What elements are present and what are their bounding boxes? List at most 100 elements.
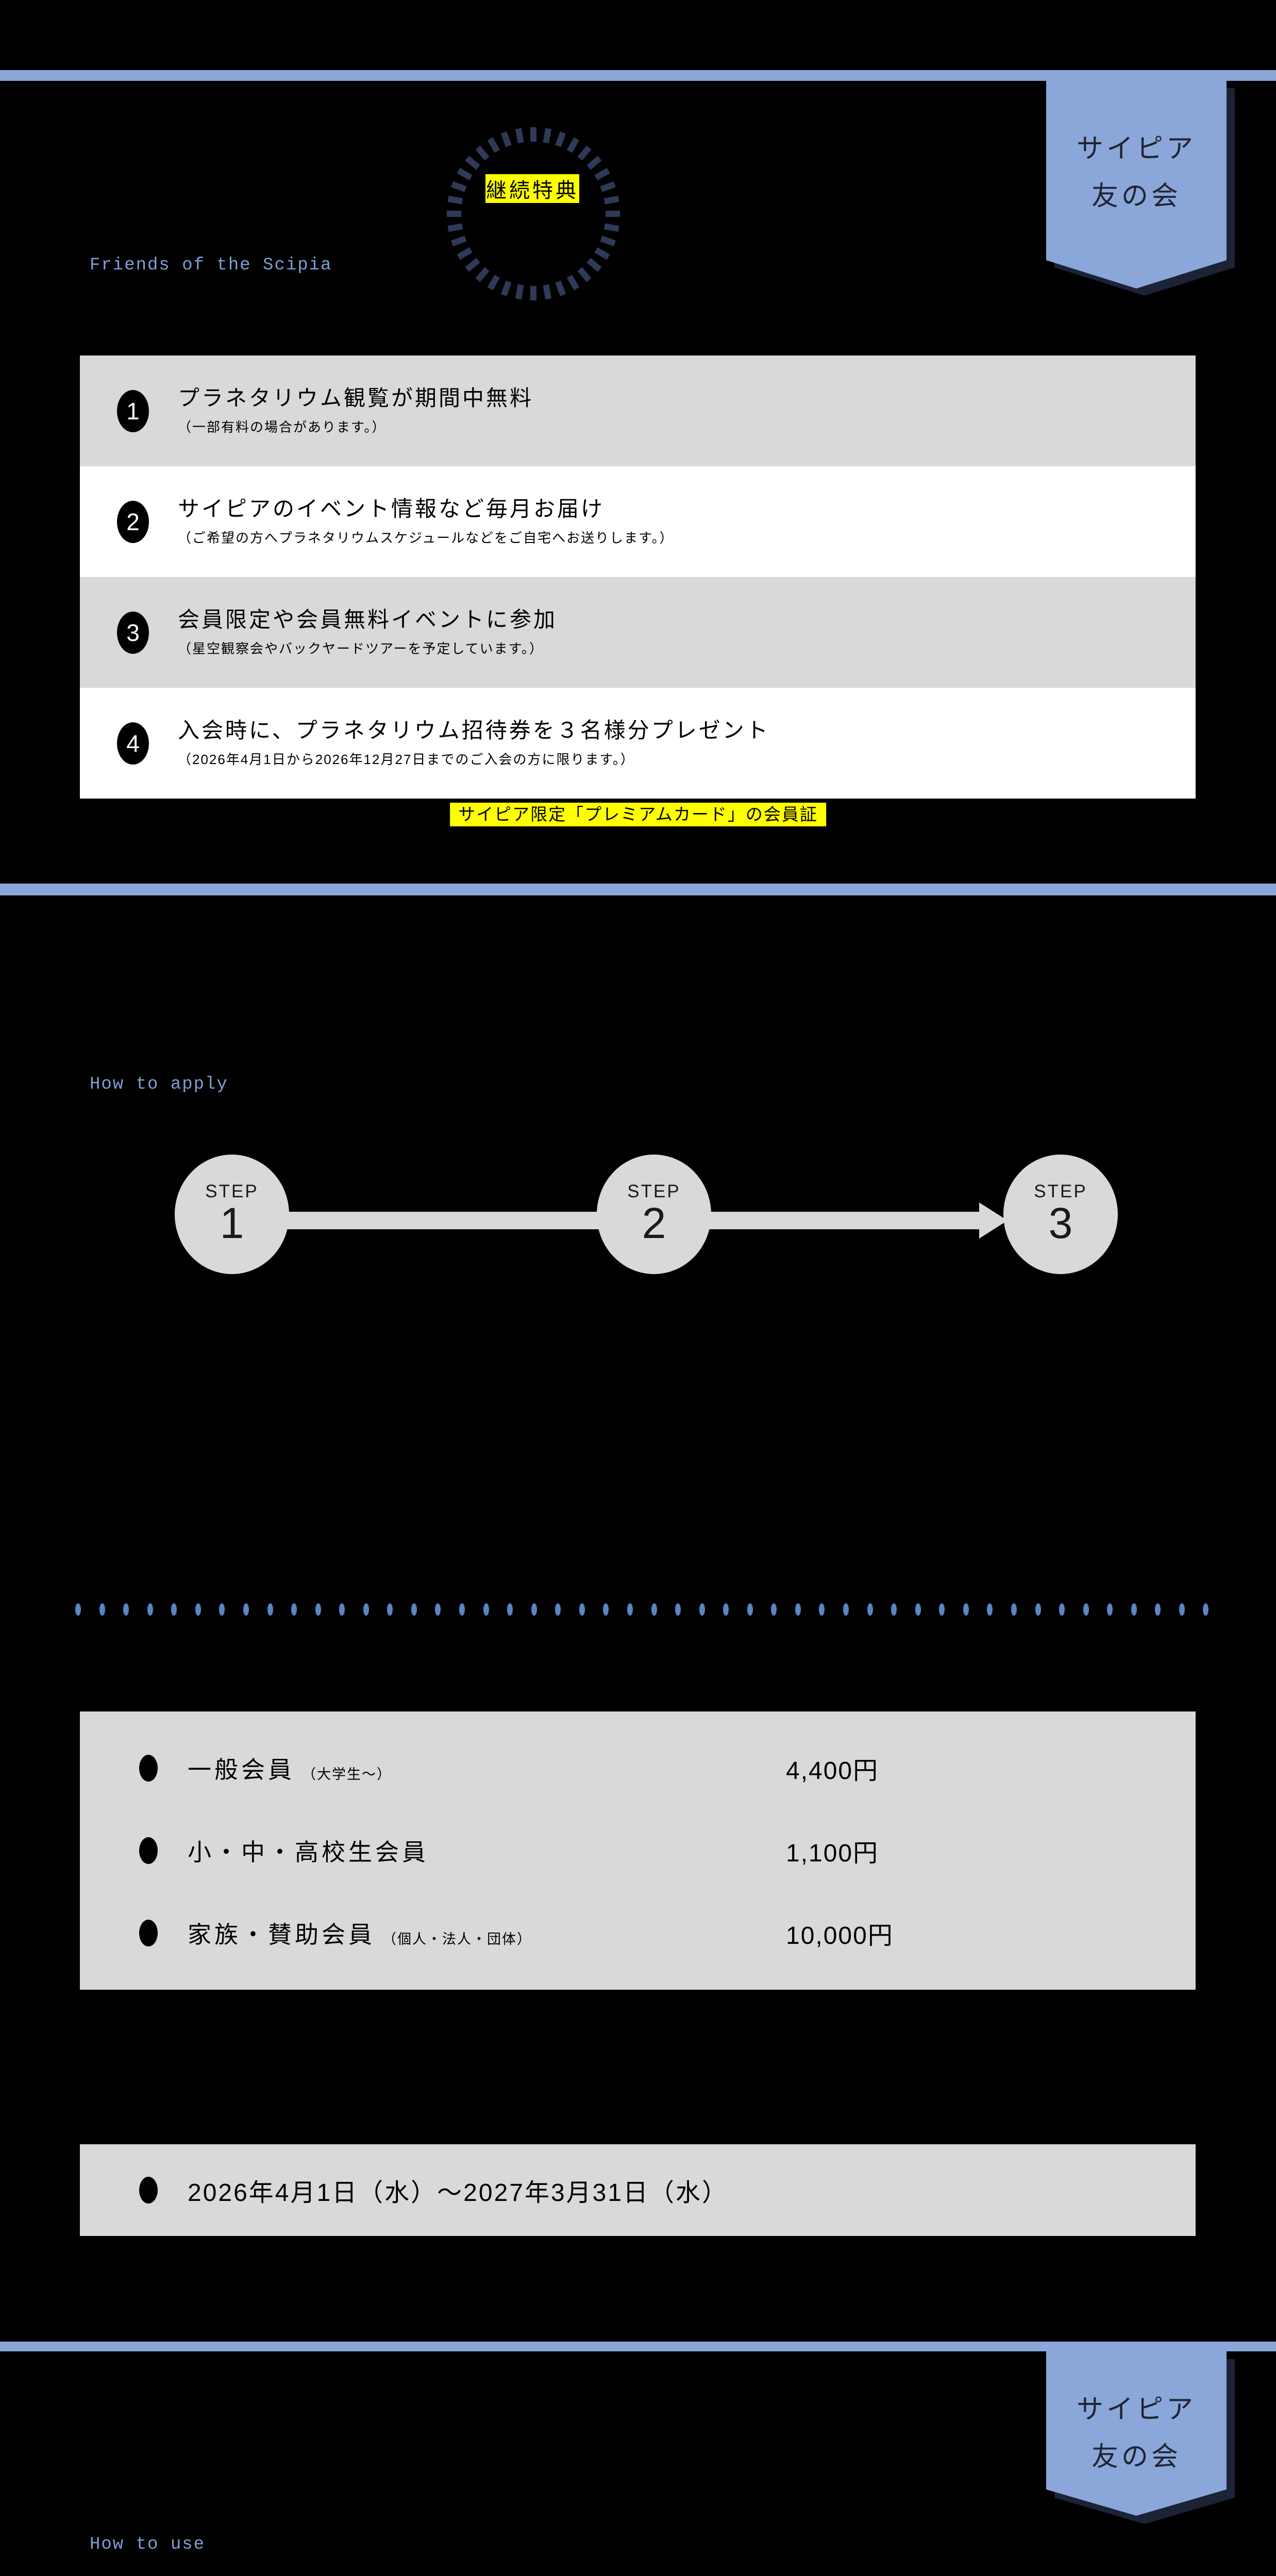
dot-icon: [579, 1603, 585, 1616]
dot-icon: [1035, 1603, 1041, 1616]
ribbon-title-line1: サイピア: [1076, 2395, 1196, 2425]
step-number: 3: [1048, 1199, 1073, 1248]
ribbon-title: サイピア 友の会: [1046, 81, 1227, 213]
step-label: STEP: [205, 1181, 259, 1202]
dot-icon: [867, 1603, 873, 1616]
club-ribbon-top: サイピア 友の会: [1046, 81, 1235, 308]
benefit-note: （星空観察会やバックヤードツアーを予定しています。）: [178, 641, 544, 657]
subtitle-benefits: Friends of the Scipia: [90, 256, 332, 275]
dot-icon: [147, 1603, 153, 1616]
dot-icon: [219, 1603, 225, 1616]
dotted-divider: [75, 1603, 1209, 1616]
benefit-note: （ご希望の方へプラネタリウムスケジュールなどをご自宅へお送りします。）: [178, 530, 674, 546]
fee-price: 1,100円: [786, 1840, 879, 1867]
dot-icon: [963, 1603, 969, 1616]
benefit-title: プラネタリウム観覧が期間中無料: [178, 385, 534, 410]
dot-icon: [411, 1603, 417, 1616]
fee-row: 家族・賛助会員 （個人・法人・団体） 10,000円: [139, 1916, 1196, 1950]
benefit-number-badge: 1: [117, 389, 149, 432]
dot-icon: [915, 1603, 921, 1616]
club-ribbon-bottom: サイピア 友の会: [1046, 2351, 1235, 2536]
step-circle-3: STEP 3: [1003, 1155, 1118, 1274]
dot-icon: [675, 1603, 681, 1616]
benefit-title: 会員限定や会員無料イベントに参加: [178, 607, 558, 632]
dot-icon: [507, 1603, 513, 1616]
benefit-row: 2 サイピアのイベント情報など毎月お届け （ご希望の方へプラネタリウムスケジュー…: [80, 466, 1196, 577]
period-text: 2026年4月1日（水）～2027年3月31日（水）: [188, 2179, 729, 2207]
step-circle-2: STEP 2: [597, 1155, 711, 1274]
benefits-list: 1 プラネタリウム観覧が期間中無料 （一部有料の場合があります。） 2 サイピア…: [80, 355, 1196, 799]
ribbon-title-line1: サイピア: [1076, 134, 1196, 164]
bullet-icon: [139, 1755, 158, 1782]
dot-icon: [171, 1603, 177, 1616]
fee-label: 小・中・高校生会員: [188, 1839, 429, 1866]
dot-icon: [1083, 1603, 1089, 1616]
step-circle-1: STEP 1: [175, 1155, 289, 1274]
benefit-row: 4 入会時に、プラネタリウム招待券を３名様分プレゼント （2026年4月1日から…: [80, 688, 1196, 799]
benefit-title: サイピアのイベント情報など毎月お届け: [178, 496, 605, 521]
dot-icon: [1011, 1603, 1017, 1616]
dot-icon: [723, 1603, 729, 1616]
dot-icon: [747, 1603, 753, 1616]
bullet-icon: [139, 2177, 158, 2204]
badge-label: 継続特典: [485, 174, 579, 203]
dot-icon: [99, 1603, 105, 1616]
arrow-head-icon: [979, 1202, 1008, 1239]
dot-icon: [315, 1603, 321, 1616]
dot-icon: [1107, 1603, 1113, 1616]
sunburst-icon: [447, 127, 620, 300]
fee-price: 10,000円: [786, 1922, 894, 1950]
benefit-note: （一部有料の場合があります。）: [178, 419, 387, 435]
dot-icon: [987, 1603, 993, 1616]
subtitle-apply: How to apply: [90, 1075, 228, 1094]
dot-icon: [459, 1603, 465, 1616]
dot-icon: [243, 1603, 249, 1616]
period-panel: 2026年4月1日（水）～2027年3月31日（水）: [80, 2144, 1196, 2236]
dot-icon: [843, 1603, 849, 1616]
dot-icon: [651, 1603, 657, 1616]
dot-icon: [531, 1603, 537, 1616]
dot-icon: [1059, 1603, 1065, 1616]
dot-icon: [483, 1603, 489, 1616]
dot-icon: [891, 1603, 897, 1616]
dot-icon: [819, 1603, 825, 1616]
dot-icon: [75, 1603, 81, 1616]
dot-icon: [123, 1603, 129, 1616]
dot-icon: [771, 1603, 777, 1616]
dot-icon: [939, 1603, 945, 1616]
dot-icon: [195, 1603, 201, 1616]
benefit-row: 1 プラネタリウム観覧が期間中無料 （一部有料の場合があります。）: [80, 355, 1196, 466]
fee-label: 一般会員: [188, 1756, 295, 1783]
dot-icon: [339, 1603, 345, 1616]
fee-row: 小・中・高校生会員 1,100円: [139, 1834, 1196, 1868]
renewal-benefit-badge: 継続特典: [441, 121, 626, 307]
step-label: STEP: [627, 1181, 681, 1202]
ribbon-title: サイピア 友の会: [1046, 2351, 1227, 2473]
dot-icon: [291, 1603, 297, 1616]
dot-icon: [363, 1603, 369, 1616]
benefit-number-badge: 4: [117, 722, 149, 765]
step-number: 2: [642, 1199, 666, 1248]
dot-icon: [387, 1603, 393, 1616]
benefit-title: 入会時に、プラネタリウム招待券を３名様分プレゼント: [178, 718, 770, 742]
benefit-note: （2026年4月1日から2026年12月27日までのご入会の方に限ります。）: [178, 752, 635, 768]
ribbon-pennant-shape: [1046, 81, 1235, 296]
ribbon-title-line2: 友の会: [1091, 181, 1181, 211]
section-divider-bar: [0, 2342, 1276, 2351]
fees-panel: 一般会員 （大学生～） 4,400円 小・中・高校生会員 1,100円 家族・賛…: [80, 1711, 1196, 1990]
benefit-number-badge: 2: [117, 500, 149, 543]
fee-note: （大学生～）: [302, 1767, 392, 1782]
dot-icon: [267, 1603, 273, 1616]
membership-card-highlight: サイピア限定「プレミアムカード」の会員証: [450, 803, 826, 826]
subtitle-use: How to use: [90, 2535, 206, 2554]
dot-icon: [699, 1603, 705, 1616]
dot-icon: [603, 1603, 609, 1616]
dot-icon: [1131, 1603, 1137, 1616]
dot-icon: [555, 1603, 561, 1616]
bullet-icon: [139, 1837, 158, 1864]
ribbon-pennant-shape: [1046, 2351, 1235, 2524]
fee-price: 4,400円: [786, 1757, 879, 1785]
section-divider-bar: [0, 884, 1276, 895]
fee-note: （個人・法人・団体）: [382, 1931, 532, 1947]
